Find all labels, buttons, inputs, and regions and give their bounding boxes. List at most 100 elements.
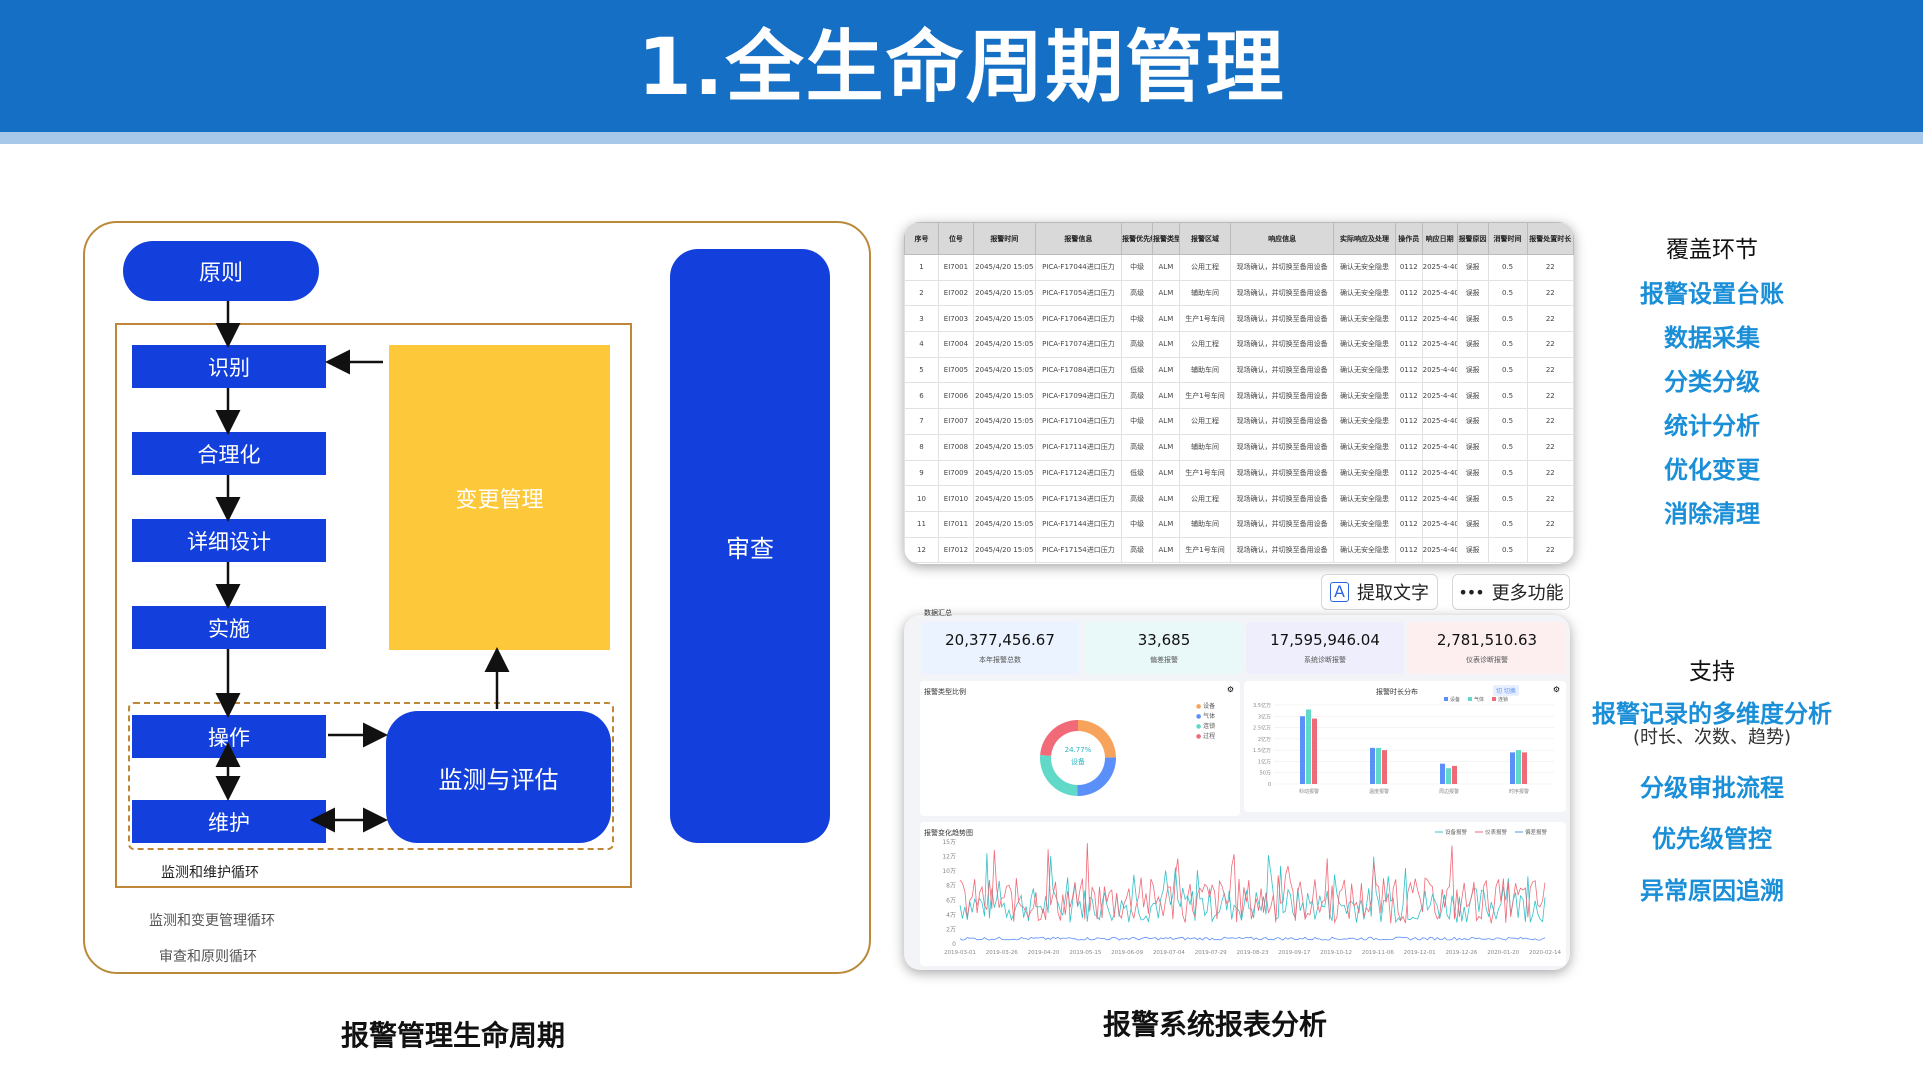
table-cell: 中级: [1121, 305, 1154, 333]
table-cell: ALM: [1152, 510, 1180, 538]
principle-node: 原则: [123, 241, 319, 301]
table-cell: 1: [904, 254, 939, 281]
bar-y-tick: 2.5亿万: [1253, 725, 1271, 732]
bar-title: 报警时长分布: [1376, 688, 1418, 696]
bar: [1382, 750, 1387, 784]
monitor-maintain-loop-label: 监测和维护循环: [161, 865, 259, 881]
table-cell: 22: [1526, 254, 1574, 281]
table-cell: 中级: [1121, 510, 1154, 538]
table-cell: PICA-F17074进口压力: [1034, 331, 1123, 358]
pie-settings-icon[interactable]: ⚙: [1226, 685, 1234, 694]
detailed-design-node: 详细设计: [132, 519, 326, 562]
column-header[interactable]: 响应信息: [1230, 222, 1335, 255]
table-cell: 0112: [1394, 331, 1423, 358]
table-cell: 高级: [1121, 382, 1154, 410]
extract-text-button[interactable]: A 提取文字: [1321, 574, 1438, 610]
column-header[interactable]: 响应日期: [1421, 222, 1458, 255]
column-header[interactable]: 报警信息: [1034, 222, 1123, 255]
table-cell: 2025-4-40: [1421, 408, 1458, 435]
table-cell: 高级: [1121, 485, 1154, 512]
table-cell: 确认无安全隐患: [1333, 510, 1396, 538]
table-header-row: 序号位号报警时间报警信息报警优先级报警类型报警区域响应信息实际响应及处理操作员响…: [904, 222, 1574, 255]
table-cell: 2: [904, 279, 939, 307]
table-cell: 现场确认，并切换至备用设备: [1230, 356, 1335, 384]
support-item-analysis: 报警记录的多维度分析: [1592, 700, 1832, 728]
table-cell: 2025-4-40: [1421, 433, 1458, 461]
column-header[interactable]: 报警区域: [1178, 222, 1232, 255]
column-header[interactable]: 报警原因: [1456, 222, 1489, 255]
column-header[interactable]: 位号: [937, 222, 974, 255]
column-header[interactable]: 报警时间: [972, 222, 1036, 255]
monitor-maintain-loop-frame: [128, 702, 614, 850]
table-cell: 误报: [1456, 536, 1489, 564]
table-cell: 辅助车间: [1178, 510, 1232, 538]
more-functions-button[interactable]: ••• 更多功能: [1452, 574, 1570, 610]
table-cell: 2045/4/20 15:05: [972, 408, 1036, 435]
column-header[interactable]: 报警类型: [1152, 222, 1180, 255]
table-cell: 0112: [1394, 305, 1423, 333]
table-cell: 10: [904, 485, 939, 512]
stat-total-label: 本年报警总数: [979, 656, 1021, 664]
trend-x-tick: 2019-04-20: [1028, 950, 1060, 956]
table-cell: 现场确认，并切换至备用设备: [1230, 433, 1335, 461]
table-cell: 22: [1526, 356, 1574, 384]
change-management-node: 变更管理: [389, 345, 610, 650]
table-cell: PICA-F17084进口压力: [1034, 356, 1123, 384]
column-header[interactable]: 报警优先级: [1121, 222, 1154, 255]
table-cell: PICA-F17094进口压力: [1034, 382, 1123, 410]
coverage-item-cleanup: 消除清理: [1664, 500, 1760, 528]
table-cell: 0.5: [1487, 459, 1528, 487]
table-cell: 2045/4/20 15:05: [972, 510, 1036, 538]
coverage-item-collection: 数据采集: [1664, 324, 1760, 352]
table-cell: 0112: [1394, 356, 1423, 384]
bar-legend-label: 气体: [1474, 696, 1484, 703]
bar-y-tick: 3.5亿万: [1253, 702, 1271, 709]
table-cell: EI7004: [937, 331, 974, 358]
monitor-assess-node: 监测与评估: [386, 711, 611, 843]
table-cell: 辅助车间: [1178, 279, 1232, 307]
rationalize-node: 合理化: [132, 432, 326, 475]
table-cell: 0.5: [1487, 356, 1528, 384]
trend-x-tick: 2019-07-29: [1195, 950, 1227, 956]
column-header[interactable]: 操作员: [1394, 222, 1423, 255]
column-header[interactable]: 报警处置时长: [1526, 222, 1574, 255]
table-cell: 7: [904, 408, 939, 435]
table-cell: 22: [1526, 536, 1574, 564]
table-cell: 中级: [1121, 408, 1154, 435]
column-header[interactable]: 实际响应及处理: [1333, 222, 1396, 255]
table-cell: 误报: [1456, 408, 1489, 435]
trend-line: [959, 843, 1546, 924]
bar: [1516, 750, 1521, 784]
table-cell: 2045/4/20 15:05: [972, 254, 1036, 281]
bar-toggle[interactable]: 切 切换: [1493, 685, 1519, 696]
trend-line: [959, 936, 1546, 941]
table-cell: 2045/4/20 15:05: [972, 305, 1036, 333]
column-header[interactable]: 序号: [904, 222, 939, 255]
bar-legend-swatch: [1444, 697, 1448, 701]
review-node: 审查: [670, 249, 830, 843]
table-cell: 2025-4-40: [1421, 459, 1458, 487]
column-header[interactable]: 消警时间: [1487, 222, 1528, 255]
table-cell: 确认无安全隐患: [1333, 536, 1396, 564]
bar: [1446, 768, 1451, 784]
bar-settings-icon[interactable]: ⚙: [1552, 685, 1560, 694]
table-cell: 高级: [1121, 331, 1154, 358]
table-cell: 现场确认，并切换至备用设备: [1230, 279, 1335, 307]
table-cell: ALM: [1152, 536, 1180, 564]
table-cell: 现场确认，并切换至备用设备: [1230, 485, 1335, 512]
bar: [1370, 747, 1375, 784]
table-cell: 现场确认，并切换至备用设备: [1230, 510, 1335, 538]
pie-title: 报警类型比例: [924, 688, 966, 696]
